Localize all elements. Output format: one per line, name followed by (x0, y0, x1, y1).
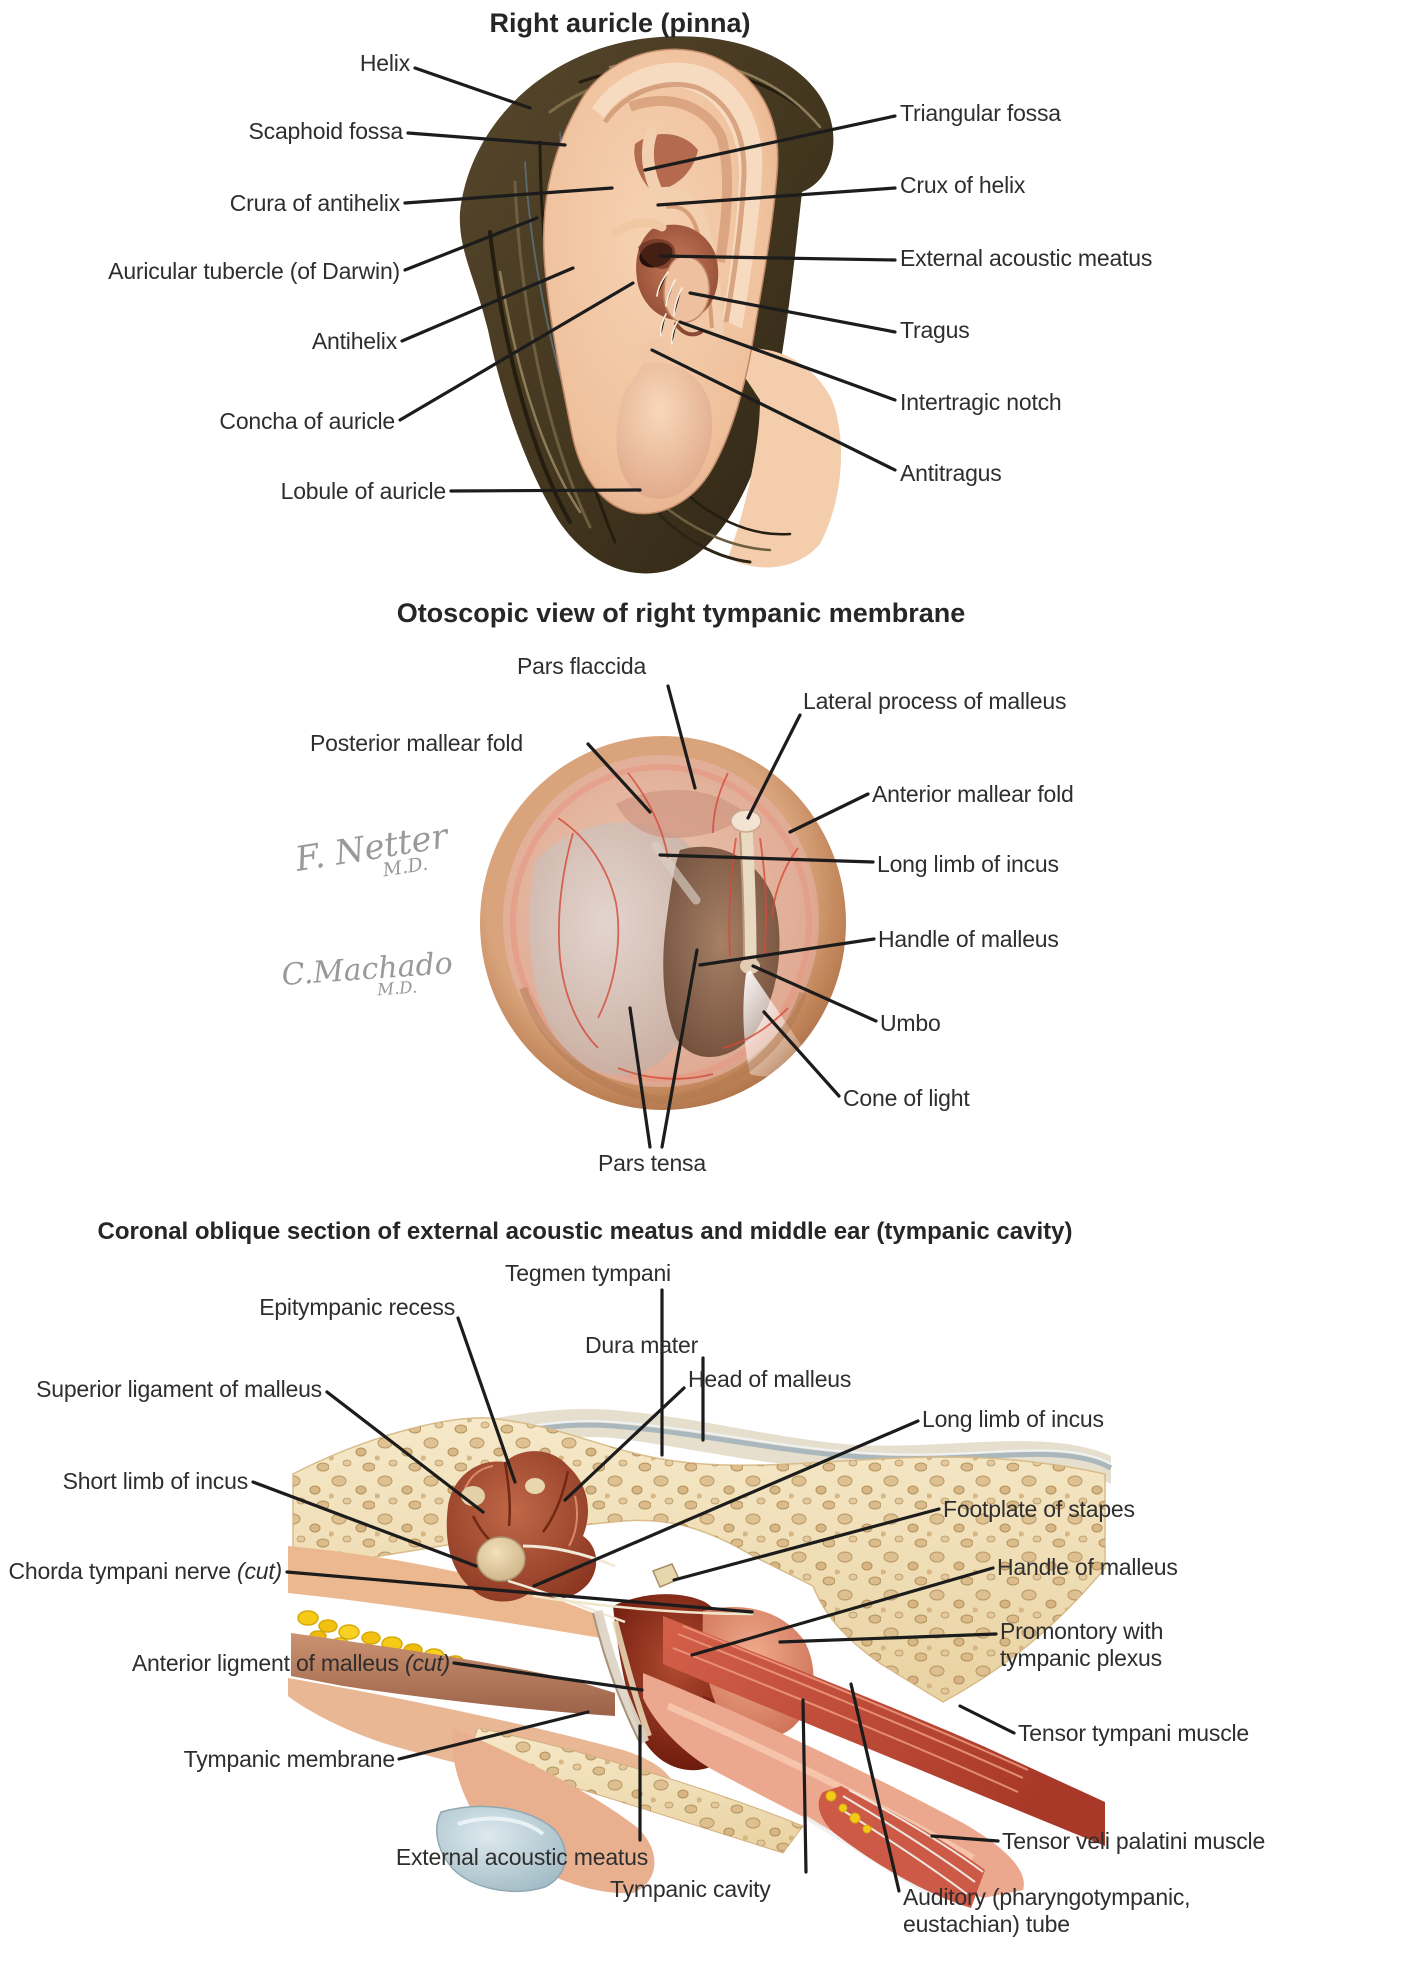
leader-line (532, 1419, 920, 1588)
leader-line (400, 266, 575, 343)
anatomy-label: Chorda tympani nerve (cut) (8, 1558, 283, 1584)
leader-line (698, 937, 876, 967)
anatomy-label: Dura mater (585, 1332, 699, 1358)
anatomy-label: Long limb of incus (922, 1406, 1104, 1432)
anatomy-label: Lateral process of malleus (803, 688, 1067, 714)
leader-line (672, 1507, 941, 1582)
leader-line (586, 742, 652, 814)
leader-line (788, 792, 870, 834)
anatomy-label: Long limb of incus (877, 851, 1059, 877)
anatomy-label: Tensor veli palatini muscle (1002, 1828, 1266, 1854)
leader-line (563, 1386, 686, 1502)
anatomy-label: Tragus (900, 317, 970, 343)
anatomy-label: Concha of auricle (219, 408, 395, 434)
leader-line (413, 66, 532, 110)
leader-line (456, 1316, 517, 1484)
title-otoscopic-view: Otoscopic view of right tympanic membran… (396, 598, 966, 628)
leader-line (666, 684, 697, 790)
anatomy-label: External acoustic meatus (395, 1844, 648, 1870)
anatomy-label: External acoustic meatus (900, 245, 1153, 271)
anatomy-label: Anterior mallear fold (872, 781, 1074, 807)
anatomy-label: Auditory (pharyngotympanic,eustachian) t… (903, 1884, 1191, 1937)
leader-line (656, 186, 897, 207)
leader-line (398, 281, 635, 422)
leader-line (678, 320, 897, 402)
leader-line (643, 114, 897, 172)
anatomy-label: Crura of antihelix (229, 190, 400, 216)
anatomy-label: Epitympanic recess (259, 1294, 455, 1320)
anatomy-label: Antitragus (900, 460, 1002, 486)
anatomy-label: Head of malleus (688, 1366, 852, 1392)
anatomy-label: Pars flaccida (517, 653, 647, 679)
leader-line (778, 1632, 998, 1644)
leader-line (746, 713, 802, 820)
title-coronal-section: Coronal oblique section of external acou… (97, 1218, 1073, 1245)
leader-line (406, 131, 567, 147)
leader-line (403, 186, 614, 205)
leader-line (403, 216, 539, 272)
anatomy-label: Posterior mallear fold (310, 730, 523, 756)
leader-line (397, 1710, 590, 1761)
anatomy-label: Tensor tympani muscle (1018, 1720, 1249, 1746)
leader-line (958, 1704, 1016, 1735)
leader-line (251, 1480, 478, 1568)
anatomy-label: Footplate of stapes (943, 1496, 1135, 1522)
anatomy-label: Anterior ligment of malleus (cut) (131, 1650, 450, 1676)
leader-line (849, 1682, 901, 1893)
leader-line (658, 254, 897, 262)
leader-line (325, 1390, 485, 1514)
anatomy-label: Intertragic notch (900, 389, 1062, 415)
leader-line (688, 291, 897, 334)
anatomy-label: Cone of light (843, 1085, 970, 1111)
anatomy-label: Crux of helix (900, 172, 1026, 198)
leader-line (650, 348, 897, 472)
anatomy-label: Helix (359, 50, 410, 76)
leader-line (449, 488, 642, 493)
anatomy-label: Superior ligament of malleus (36, 1376, 322, 1402)
leader-line (690, 1566, 995, 1657)
leader-line (801, 1698, 808, 1874)
anatomy-label: Tympanic cavity (610, 1876, 771, 1902)
leader-line (930, 1834, 1000, 1843)
leader-line (452, 1661, 644, 1692)
anatomy-label: Antihelix (311, 328, 397, 354)
anatomy-label: Umbo (880, 1010, 941, 1036)
anatomy-label: Triangular fossa (900, 100, 1061, 126)
leader-line (762, 1010, 841, 1098)
anatomy-label: Handle of malleus (878, 926, 1059, 952)
anatomy-label: Tympanic membrane (183, 1746, 396, 1772)
anatomy-label: Short limb of incus (62, 1468, 249, 1494)
anatomy-label: Handle of malleus (997, 1554, 1178, 1580)
anatomy-label: Pars tensa (598, 1150, 706, 1176)
leader-line (628, 1006, 652, 1149)
anatomy-label: Scaphoid fossa (248, 118, 404, 144)
anatomy-label: Auricular tubercle (of Darwin) (108, 258, 400, 284)
anatomy-label: Tegmen tympani (505, 1260, 671, 1286)
leader-line (660, 948, 699, 1149)
title-right-auricle: Right auricle (pinna) (489, 8, 751, 38)
leader-line (751, 964, 878, 1023)
anatomy-label: Lobule of auricle (280, 478, 447, 504)
leader-line (658, 853, 875, 864)
leader-line (285, 1570, 754, 1614)
